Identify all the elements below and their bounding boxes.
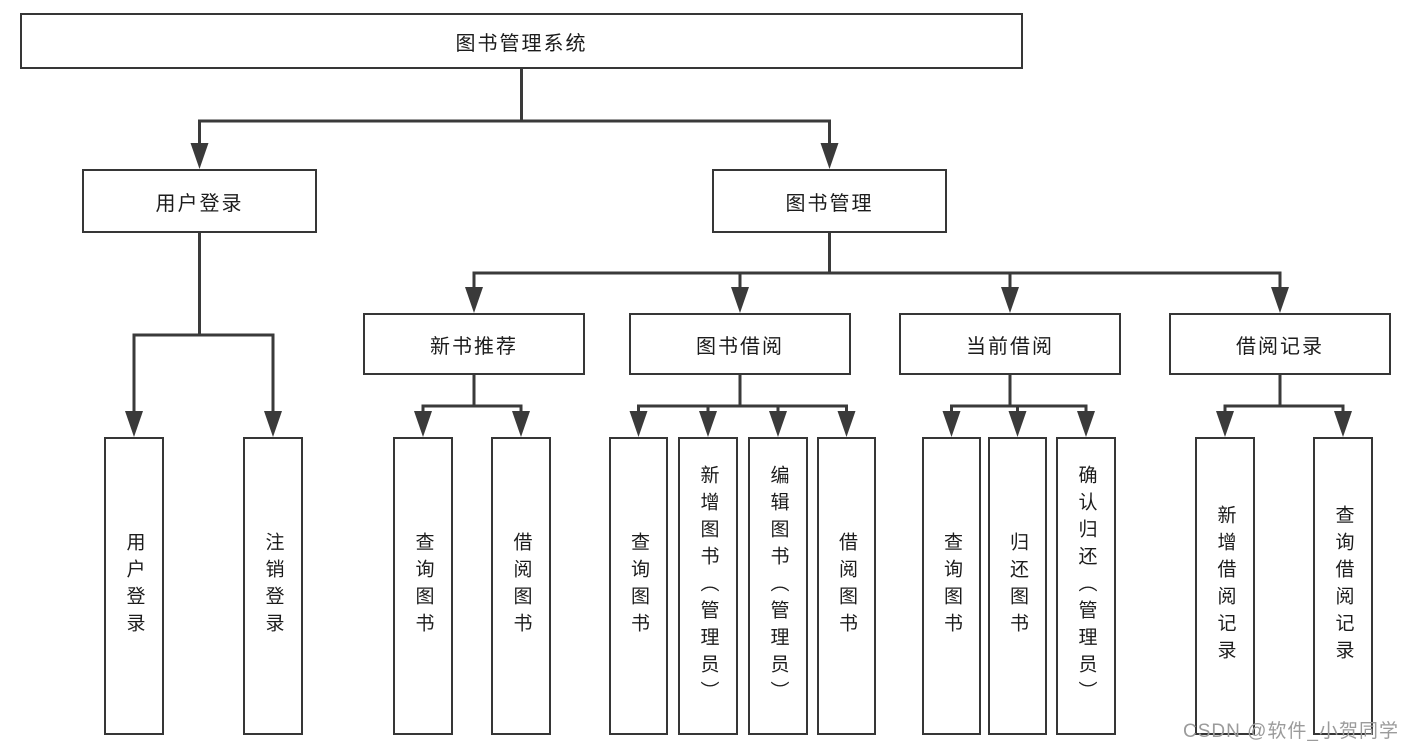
arrow-icon [629, 411, 648, 437]
leaf-borrow-query-books-label: 查询图书 [628, 532, 649, 640]
leaf-user-login-label: 用户登录 [123, 532, 145, 640]
arrow-icon [699, 411, 717, 437]
arrow-icon [1216, 411, 1234, 437]
node-book-management-label: 图书管理 [785, 192, 874, 215]
arrow-icon [820, 143, 839, 169]
arrow-icon [125, 411, 143, 437]
arrow-icon [769, 411, 787, 437]
connector-lines [132, 67, 1345, 417]
leaf-recommend-borrow-books: 借阅图书 [491, 437, 551, 735]
leaf-return-books: 归还图书 [988, 437, 1047, 735]
arrow-icon [414, 411, 432, 437]
leaf-edit-books-admin: 编辑图书（管理员） [748, 437, 808, 735]
leaf-borrow-books: 借阅图书 [817, 437, 876, 735]
arrow-icon [1001, 287, 1019, 313]
leaf-user-login: 用户登录 [104, 437, 164, 735]
leaf-query-borrow-record: 查询借阅记录 [1313, 437, 1373, 735]
leaf-confirm-return-admin-label: 确认归还（管理员） [1075, 464, 1097, 708]
leaf-query-borrow-record-label: 查询借阅记录 [1332, 505, 1354, 667]
node-current-borrow-label: 当前借阅 [966, 335, 1054, 358]
leaf-add-books-admin: 新增图书（管理员） [678, 437, 738, 735]
leaf-add-borrow-record-label: 新增借阅记录 [1214, 505, 1236, 667]
leaf-logout-label: 注销登录 [262, 532, 284, 640]
leaf-borrow-books-label: 借阅图书 [836, 532, 857, 640]
node-borrow-records: 借阅记录 [1169, 313, 1391, 375]
leaf-recommend-borrow-books-label: 借阅图书 [510, 532, 532, 640]
arrow-icon [1077, 411, 1095, 437]
node-user-login-label: 用户登录 [155, 192, 244, 215]
node-user-login: 用户登录 [82, 169, 317, 233]
arrow-icon [1334, 411, 1352, 437]
leaf-current-query-books-label: 查询图书 [941, 532, 962, 640]
arrow-icon [837, 411, 856, 437]
node-current-borrow: 当前借阅 [899, 313, 1121, 375]
watermark: CSDN @软件_小贺同学 [1183, 721, 1399, 742]
arrow-icon [1271, 287, 1289, 313]
arrow-icon [942, 411, 961, 437]
leaf-add-borrow-record: 新增借阅记录 [1195, 437, 1255, 735]
leaf-recommend-query-books: 查询图书 [393, 437, 453, 735]
node-borrow-records-label: 借阅记录 [1236, 335, 1324, 358]
arrow-icon [1008, 411, 1027, 437]
arrow-icon [731, 287, 749, 313]
leaf-recommend-query-books-label: 查询图书 [412, 532, 434, 640]
node-root: 图书管理系统 [20, 13, 1023, 69]
leaf-confirm-return-admin: 确认归还（管理员） [1056, 437, 1116, 735]
node-new-book-recommend-label: 新书推荐 [430, 335, 518, 358]
arrow-icon [512, 411, 530, 437]
leaf-return-books-label: 归还图书 [1007, 532, 1028, 640]
leaf-add-books-admin-label: 新增图书（管理员） [697, 464, 719, 708]
node-book-borrow-label: 图书借阅 [696, 335, 784, 358]
node-root-label: 图书管理系统 [455, 32, 588, 55]
arrow-icon [465, 287, 483, 313]
node-new-book-recommend: 新书推荐 [363, 313, 585, 375]
arrowheads [125, 143, 1352, 437]
leaf-edit-books-admin-label: 编辑图书（管理员） [767, 464, 789, 708]
node-book-management: 图书管理 [712, 169, 947, 233]
arrow-icon [190, 143, 209, 169]
leaf-current-query-books: 查询图书 [922, 437, 981, 735]
leaf-borrow-query-books: 查询图书 [609, 437, 668, 735]
leaf-logout: 注销登录 [243, 437, 303, 735]
node-book-borrow: 图书借阅 [629, 313, 851, 375]
arrow-icon [264, 411, 282, 437]
